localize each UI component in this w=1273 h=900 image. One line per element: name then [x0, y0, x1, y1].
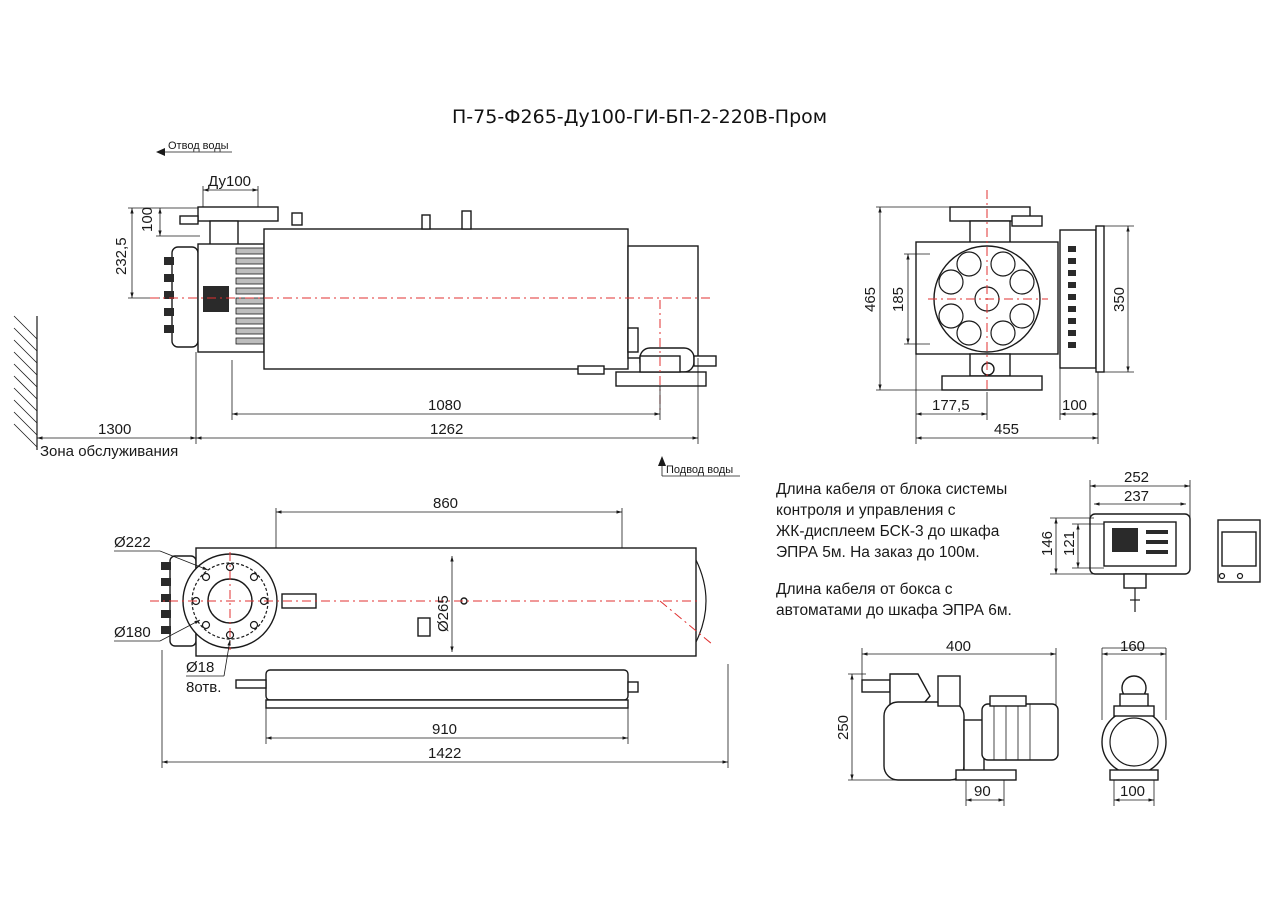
- note-cable1-line4: ЭПРА 5м. На заказ до 100м.: [776, 544, 980, 561]
- dim-237: 237: [1124, 488, 1149, 505]
- lamp-connectors: [235, 247, 265, 345]
- dim-252: 252: [1124, 469, 1149, 486]
- dim-185: 185: [890, 287, 907, 312]
- note-cable2-line2: автоматами до шкафа ЭПРА 6м.: [776, 602, 1012, 619]
- dim-dn100: Ду100: [208, 173, 251, 190]
- side-view: Отвод воды Ду100 100 232,5: [13, 140, 740, 477]
- pump-view: 400 250 90 160 100: [835, 638, 1167, 806]
- top-view: 860 Ø265 Ø222 Ø180: [114, 495, 729, 768]
- dim-d18: Ø18: [186, 659, 214, 676]
- left-bolts: [164, 257, 174, 333]
- outlet-label: Отвод воды: [168, 140, 229, 152]
- note-cable1-line1: Длина кабеля от блока системы: [776, 481, 1007, 498]
- note-cable2-line1: Длина кабеля от бокса с: [776, 581, 953, 598]
- cable-notes: Длина кабеля от блока системы контроля и…: [776, 481, 1012, 619]
- dim-910: 910: [432, 721, 457, 738]
- dim-1300: 1300: [98, 421, 131, 438]
- end-view: 465 185 350 177,5 100 455: [862, 190, 1134, 444]
- dim-1080: 1080: [428, 397, 461, 414]
- inlet-label: Подвод воды: [666, 464, 733, 476]
- dim-177-5: 177,5: [932, 397, 970, 414]
- dim-d265: Ø265: [435, 595, 452, 632]
- dim-d180: Ø180: [114, 624, 151, 641]
- dim-100-end: 100: [1062, 397, 1087, 414]
- dim-232-5: 232,5: [113, 237, 130, 275]
- drawing-title: П-75-Ф265-Ду100-ГИ-БП-2-220В-Пром: [452, 106, 827, 128]
- dim-121: 121: [1061, 531, 1078, 556]
- dim-350: 350: [1111, 287, 1128, 312]
- dim-1422: 1422: [428, 745, 461, 762]
- dim-455: 455: [994, 421, 1019, 438]
- dim-d222: Ø222: [114, 534, 151, 551]
- main-housing: [263, 228, 629, 370]
- top-housing: [195, 547, 697, 657]
- service-zone-label: Зона обслуживания: [40, 443, 178, 460]
- dim-860: 860: [433, 495, 458, 512]
- dim-100: 100: [139, 207, 156, 232]
- dim-465: 465: [862, 287, 879, 312]
- holes-count: 8отв.: [186, 679, 221, 696]
- dim-146: 146: [1039, 531, 1056, 556]
- dim-100-pump: 100: [1120, 783, 1145, 800]
- dim-160: 160: [1120, 638, 1145, 655]
- dim-90: 90: [974, 783, 991, 800]
- dim-1262: 1262: [430, 421, 463, 438]
- note-cable1-line3: ЖК-дисплеем БСК-3 до шкафа: [776, 523, 1000, 540]
- dim-250: 250: [835, 715, 852, 740]
- dim-400: 400: [946, 638, 971, 655]
- control-box: 252 237 146 121: [1039, 469, 1261, 612]
- note-cable1-line2: контроля и управления с: [776, 502, 956, 519]
